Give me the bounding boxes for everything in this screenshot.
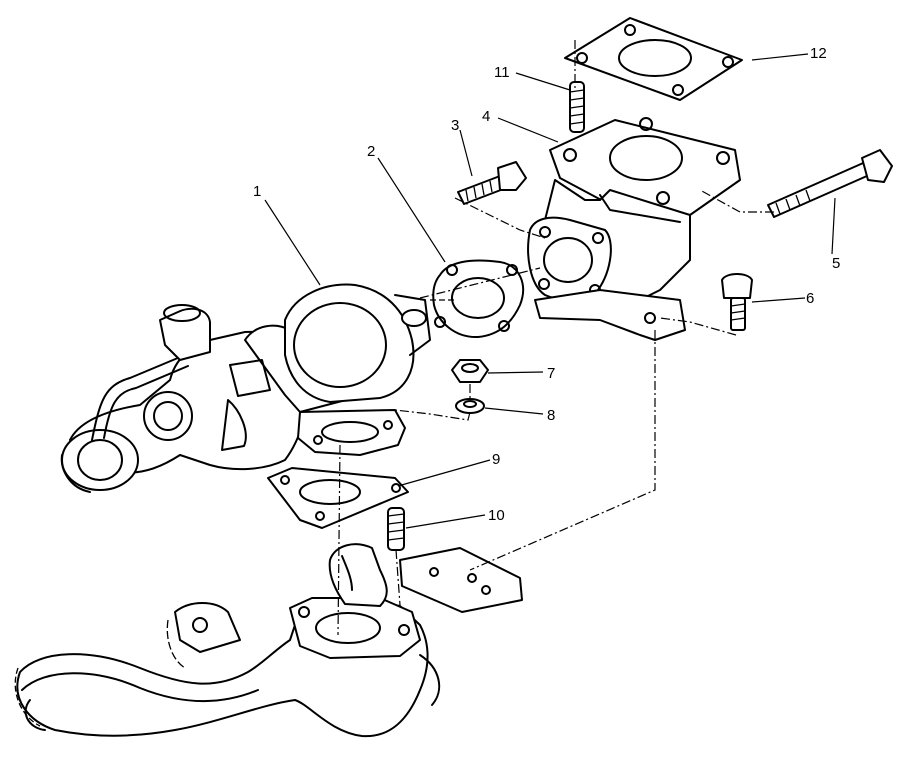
turbo-outlet-gasket [430, 259, 525, 339]
turbo-base-gasket [267, 467, 409, 529]
bolt-6 [721, 273, 753, 331]
callout-3: 3 [451, 117, 459, 134]
callout-7: 7 [547, 365, 555, 382]
callout-8: 8 [547, 407, 555, 424]
callout-6: 6 [806, 290, 814, 307]
washer-8 [455, 398, 485, 414]
callout-labels: 1 2 3 4 5 6 7 8 9 10 11 12 [253, 45, 840, 524]
callout-10: 10 [488, 507, 505, 524]
turbocharger [60, 283, 431, 493]
callout-1: 1 [253, 183, 261, 200]
top-flange-gasket [564, 17, 743, 101]
nut-7 [451, 359, 489, 383]
stud-11 [569, 81, 585, 133]
alignment-lines [337, 40, 774, 636]
callout-9: 9 [492, 451, 500, 468]
callout-5: 5 [832, 255, 840, 272]
callout-12: 12 [810, 45, 827, 62]
bolt-5 [767, 149, 893, 218]
bolt-3 [457, 161, 527, 205]
callout-2: 2 [367, 143, 375, 160]
leader-lines [264, 53, 836, 529]
callout-11: 11 [494, 64, 510, 81]
stud-10 [387, 507, 405, 551]
exhaust-manifold [14, 543, 523, 738]
callout-4: 4 [482, 108, 490, 125]
exhaust-elbow [527, 117, 741, 341]
